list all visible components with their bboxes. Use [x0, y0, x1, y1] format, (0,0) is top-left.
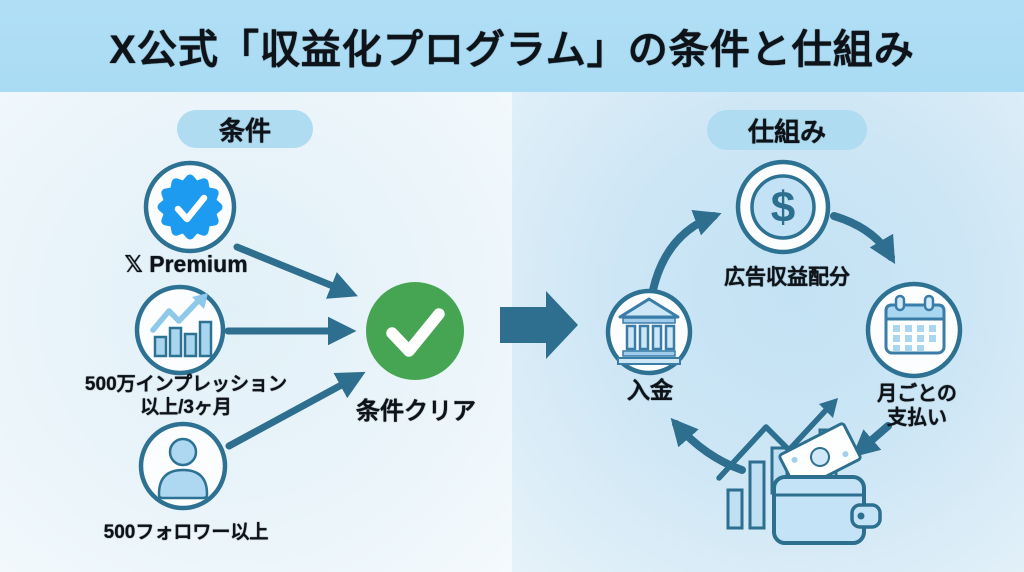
conditions-header-label: 条件: [218, 115, 271, 146]
title-band: X公式「収益化プログラム」の条件と仕組み: [0, 0, 1024, 92]
verified-badge-icon: [143, 160, 237, 254]
premium-label: 𝕏 Premium: [124, 251, 248, 277]
bank-icon: [605, 288, 693, 376]
mechanism-header-label: 仕組み: [747, 116, 826, 147]
calendar-icon: [865, 281, 963, 379]
cycle-arrows: [649, 209, 896, 474]
monthly-payment-label-line2: 支払い: [887, 407, 947, 429]
arrow-bank-to-dollar: [649, 209, 722, 294]
impressions-label-line1: 500万インプレッション: [84, 374, 288, 395]
monthly-payment-label: 月ごとの 支払い: [877, 382, 957, 430]
arrow-dollar-to-calendar: [830, 212, 896, 265]
followers-label: 500フォロワー以上: [103, 522, 269, 543]
wallet-money-growth-icon: [716, 398, 882, 545]
dollar-coin-icon: $: [735, 159, 831, 255]
impressions-chart-icon: [134, 284, 226, 376]
arrow-calendar-to-wallet: [851, 422, 892, 458]
deposit-label: 入金: [627, 377, 673, 403]
condition-arrows: [224, 243, 366, 450]
conditions-header-pill: 条件: [177, 110, 313, 148]
dollar-symbol: $: [771, 183, 795, 232]
follower-person-icon: [138, 421, 228, 511]
impressions-label-line2: 以上/3ヶ月: [140, 397, 232, 418]
arrow-followers-to-check: [225, 371, 366, 450]
conditions-cleared-label: 条件クリア: [356, 398, 476, 425]
arrow-premium-to-check: [233, 243, 358, 299]
mechanism-header-pill: 仕組み: [707, 110, 867, 150]
arrow-wallet-to-bank: [670, 417, 746, 474]
monthly-payment-label-line1: 月ごとの: [877, 383, 957, 405]
transition-arrow: [500, 291, 578, 359]
page-title: X公式「収益化プログラム」の条件と仕組み: [109, 28, 915, 72]
ad-revenue-label: 広告収益配分: [724, 266, 850, 289]
green-check-circle-icon: [366, 282, 464, 380]
impressions-label: 500万インプレッション 以上/3ヶ月: [85, 373, 287, 419]
